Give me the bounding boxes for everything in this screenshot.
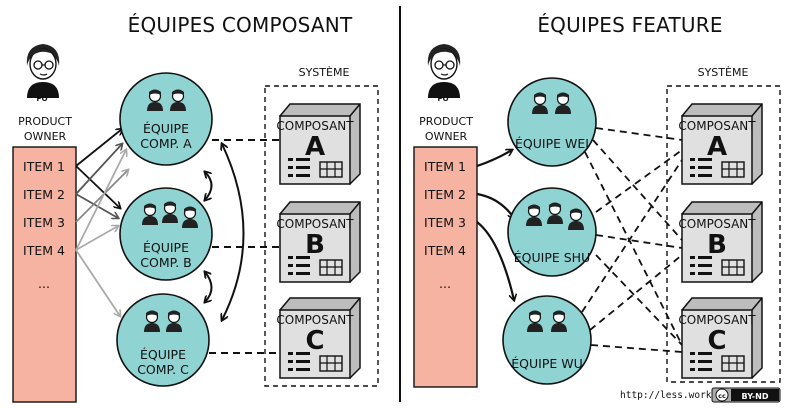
backlog-item: ITEM 1: [23, 159, 65, 174]
team-label-line1: ÉQUIPE: [143, 121, 189, 136]
team-comp-c: ÉQUIPE COMP. C: [116, 293, 210, 387]
right-panel: ÉQUIPES FEATURE PO PRODUCT OWNER ITEM 1 …: [413, 13, 781, 388]
team-label-line2: COMP. A: [140, 136, 192, 151]
team-comp-a: ÉQUIPE COMP. A: [119, 72, 213, 166]
po-badge: PO: [437, 95, 448, 103]
license-text: BY-ND: [742, 392, 769, 401]
cc-icon-text: cc: [718, 392, 726, 400]
system-label: SYSTÈME: [299, 66, 350, 79]
team-label: ÉQUIPE SHU: [514, 250, 590, 265]
product-owner-icon: [26, 43, 60, 99]
product-backlog: [12, 146, 77, 403]
component-letter: A: [305, 132, 325, 162]
item-team-arrows: [75, 129, 128, 316]
component-a: COMPOSANT A: [276, 103, 361, 185]
left-title: ÉQUIPES COMPOSANT: [128, 13, 353, 37]
backlog-item: ITEM 2: [23, 187, 65, 202]
product-backlog: [413, 146, 478, 388]
po-label-line2: OWNER: [24, 130, 67, 143]
team-wei: ÉQUIPE WEI: [507, 77, 597, 167]
component-c: COMPOSANT C: [276, 297, 361, 379]
component-label: COMPOSANT: [276, 217, 354, 231]
backlog-item: ITEM 3: [23, 215, 65, 230]
component-b: COMPOSANT B: [678, 201, 763, 283]
footer-url[interactable]: http://less.works: [620, 390, 717, 401]
component-a: COMPOSANT A: [678, 103, 763, 185]
component-label: COMPOSANT: [678, 313, 756, 327]
component-letter: C: [305, 326, 324, 356]
component-letter: A: [707, 132, 727, 162]
po-badge: PO: [36, 95, 47, 103]
backlog-item: ITEM 1: [424, 159, 466, 174]
po-label-line1: PRODUCT: [419, 115, 473, 128]
po-label-line2: OWNER: [425, 130, 468, 143]
team-label-line2: COMP. C: [137, 362, 189, 377]
team-component-links: [209, 139, 280, 354]
system-label: SYSTÈME: [698, 66, 749, 79]
left-panel: ÉQUIPES COMPOSANT PO PRODUCT OWNER ITEM …: [12, 13, 379, 403]
team-label-line1: ÉQUIPE: [143, 240, 189, 255]
component-label: COMPOSANT: [276, 119, 354, 133]
component-letter: B: [305, 230, 325, 260]
system-box: [666, 85, 781, 383]
team-comp-b: ÉQUIPE COMP. B: [119, 187, 213, 281]
component-letter: C: [707, 326, 726, 356]
backlog-item: ITEM 4: [23, 243, 65, 258]
team-component-links: [581, 127, 683, 353]
component-label: COMPOSANT: [276, 313, 354, 327]
team-label: ÉQUIPE WU: [511, 356, 583, 371]
backlog-item: ...: [439, 276, 451, 291]
team-wu: ÉQUIPE WU: [502, 295, 592, 385]
po-label-line1: PRODUCT: [18, 115, 72, 128]
product-owner-icon: [427, 43, 461, 99]
footer: http://less.works cc BY-ND: [620, 387, 781, 403]
team-label-line2: COMP. B: [140, 255, 191, 270]
team-label-line1: ÉQUIPE: [140, 347, 186, 362]
team-label: ÉQUIPE WEI: [515, 136, 589, 151]
component-label: COMPOSANT: [678, 119, 756, 133]
right-title: ÉQUIPES FEATURE: [537, 13, 722, 37]
backlog-item: ITEM 4: [424, 243, 466, 258]
system-box: [264, 85, 379, 387]
backlog-item: ITEM 3: [424, 215, 466, 230]
cc-icon: [715, 388, 729, 402]
component-label: COMPOSANT: [678, 217, 756, 231]
component-b: COMPOSANT B: [276, 201, 361, 283]
team-shu: ÉQUIPE SHU: [507, 187, 597, 277]
component-c: COMPOSANT C: [678, 297, 763, 379]
backlog-item: ...: [38, 276, 50, 291]
backlog-item: ITEM 2: [424, 187, 466, 202]
component-letter: B: [707, 230, 727, 260]
team-coordination-arrows: [205, 144, 245, 320]
